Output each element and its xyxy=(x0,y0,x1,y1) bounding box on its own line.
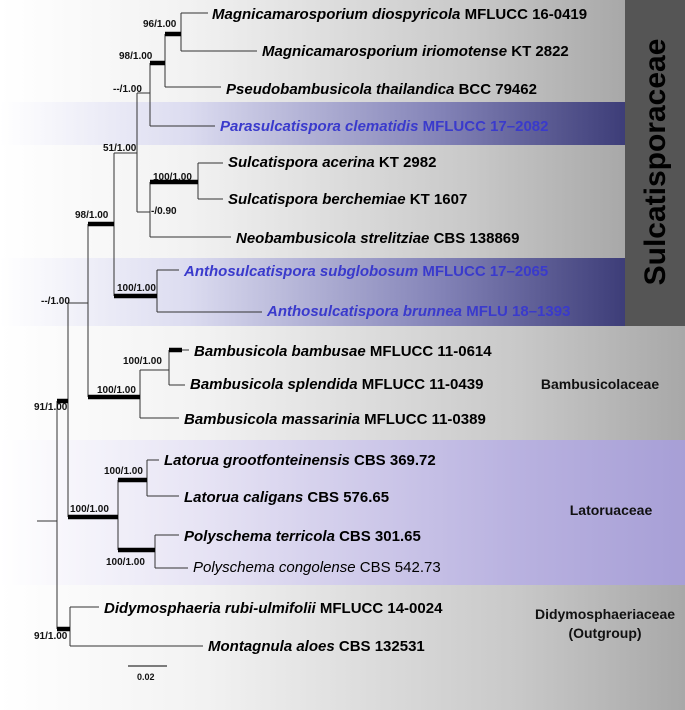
taxon-label: Magnicamarosporium diospyricola MFLUCC 1… xyxy=(212,6,587,23)
support-value: 51/1.00 xyxy=(103,143,137,154)
taxon-label: Polyschema terricola CBS 301.65 xyxy=(184,528,421,545)
band-bambusicolaceae xyxy=(0,326,685,440)
band-parasulcati xyxy=(0,102,625,145)
taxon-label: Magnicamarosporium iriomotense KT 2822 xyxy=(262,43,569,60)
family-label-outgroup: (Outgroup) xyxy=(568,625,641,641)
family-label-sulcatisporaceae: Sulcatisporaceae xyxy=(639,39,672,286)
support-value: 100/1.00 xyxy=(70,504,109,515)
support-value: 91/1.00 xyxy=(34,631,68,642)
support-value: 100/1.00 xyxy=(106,557,145,568)
band-sulcati-top xyxy=(0,0,625,102)
taxon-label: Latorua caligans CBS 576.65 xyxy=(184,489,389,506)
support-value: 100/1.00 xyxy=(97,385,136,396)
taxon-label: Polyschema congolense CBS 542.73 xyxy=(193,559,441,576)
taxon-label: Montagnula aloes CBS 132531 xyxy=(208,638,425,655)
family-label-bambusicolaceae: Bambusicolaceae xyxy=(541,376,659,392)
family-label-didymosphaeriaceae: Didymosphaeriaceae xyxy=(535,606,675,622)
scale-bar-label: 0.02 xyxy=(137,672,155,682)
taxon-label: Didymosphaeria rubi-ulmifolii MFLUCC 14-… xyxy=(104,600,443,617)
band-anthosulcati xyxy=(0,258,625,326)
taxon-label: Sulcatispora berchemiae KT 1607 xyxy=(228,191,467,208)
support-value: 96/1.00 xyxy=(143,19,177,30)
support-value: 100/1.00 xyxy=(117,283,156,294)
taxon-label: Bambusicola splendida MFLUCC 11-0439 xyxy=(190,376,483,393)
taxon-label-highlighted: Anthosulcatispora brunnea MFLU 18–1393 xyxy=(266,303,570,320)
support-value: 100/1.00 xyxy=(153,172,192,183)
taxon-label: Bambusicola massarinia MFLUCC 11-0389 xyxy=(184,411,486,428)
taxon-label: Sulcatispora acerina KT 2982 xyxy=(228,154,436,171)
taxon-label-highlighted: Parasulcatispora clematidis MFLUCC 17–20… xyxy=(220,118,549,135)
support-value: 100/1.00 xyxy=(104,466,143,477)
supported-branches xyxy=(57,31,198,632)
band-sulcati-mid xyxy=(0,145,625,258)
support-value: 100/1.00 xyxy=(123,356,162,367)
support-value: -/0.90 xyxy=(151,206,177,217)
taxon-label: Bambusicola bambusae MFLUCC 11-0614 xyxy=(194,343,492,360)
support-value: 91/1.00 xyxy=(34,402,68,413)
band-didymosphaeriaceae xyxy=(0,585,685,710)
taxon-label: Neobambusicola strelitziae CBS 138869 xyxy=(236,230,519,247)
family-label-latoruaceae: Latoruaceae xyxy=(570,502,653,518)
support-value: 98/1.00 xyxy=(119,51,153,62)
band-sulcati-title-bar xyxy=(625,0,685,326)
support-value: --/1.00 xyxy=(41,296,70,307)
taxon-label-highlighted: Anthosulcatispora subglobosum MFLUCC 17–… xyxy=(183,263,548,280)
support-value: 98/1.00 xyxy=(75,210,109,221)
band-latoruaceae xyxy=(0,440,685,585)
taxon-label: Latorua grootfonteinensis CBS 369.72 xyxy=(164,452,436,469)
taxon-label: Pseudobambusicola thailandica BCC 79462 xyxy=(226,81,537,98)
support-value: --/1.00 xyxy=(113,84,142,95)
